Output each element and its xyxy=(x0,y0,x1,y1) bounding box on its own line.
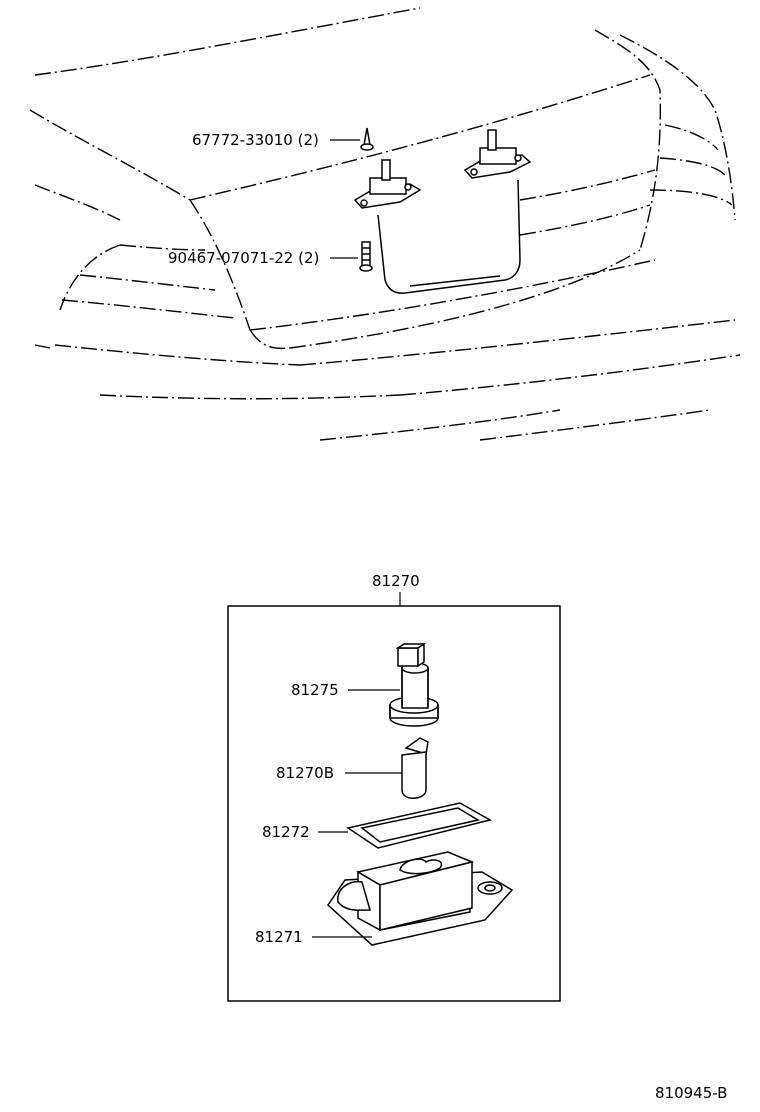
socket-drawing xyxy=(389,642,439,727)
screw-part-drawing xyxy=(359,241,373,272)
bulb-callout: 81270B xyxy=(276,764,334,782)
bulb-drawing xyxy=(401,737,429,799)
clip-part-drawing xyxy=(360,127,374,151)
license-plate-recess-inner xyxy=(409,275,501,287)
socket-callout: 81275 xyxy=(291,681,339,699)
right-license-lamp xyxy=(463,129,532,179)
license-plate-recess xyxy=(377,179,521,294)
assembly-callout: 81270 xyxy=(372,572,420,590)
figure-code: 810945-B xyxy=(655,1084,727,1102)
left-license-lamp xyxy=(353,159,422,209)
lens-housing-drawing xyxy=(327,851,514,946)
gasket-callout: 81272 xyxy=(262,823,310,841)
gasket-drawing xyxy=(346,802,493,849)
clip-part-callout: 67772-33010 (2) xyxy=(192,131,319,149)
assembly-frame xyxy=(227,605,561,1002)
lens-housing-callout: 81271 xyxy=(255,928,303,946)
screw-part-callout: 90467-07071-22 (2) xyxy=(168,249,319,267)
car-rear-outline xyxy=(29,7,741,441)
